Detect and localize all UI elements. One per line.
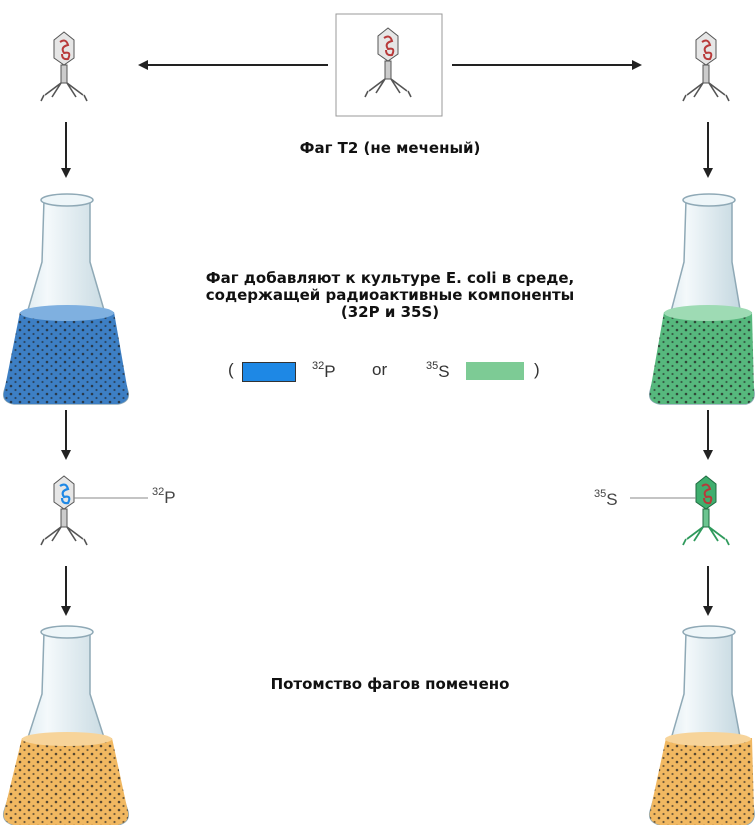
isotope-legend: ( 32P or 35S ) [228, 358, 548, 384]
flask-blue-medium-icon [4, 194, 129, 404]
p32-isotope-label: 32P [152, 486, 176, 508]
progeny-caption: Потомство фагов помечено [200, 676, 580, 693]
flask-green-medium-icon [650, 194, 754, 404]
phage-s35-labeled-icon [683, 476, 729, 545]
legend-p32-label: 32P [312, 360, 336, 382]
flask-orange-left-icon [4, 626, 129, 825]
legend-close-paren: ) [534, 360, 540, 380]
legend-s35-label: 35S [426, 360, 450, 382]
legend-s35-swatch [466, 362, 524, 380]
added-line-1: Фаг добавляют к культуре E. coli в среде… [170, 270, 610, 287]
phage-p32-labeled-icon [41, 476, 87, 545]
added-line-3: (32P и 35S) [170, 304, 610, 321]
unlabeled-phage-caption: Фаг T2 (не меченый) [250, 140, 530, 157]
flask-orange-right-icon [650, 626, 754, 825]
left-phage-top-icon [41, 32, 87, 101]
right-phage-top-icon [683, 32, 729, 101]
legend-open-paren: ( [228, 360, 234, 380]
s35-isotope-label: 35S [594, 488, 618, 510]
added-line-2: содержащей радиоактивные компоненты [170, 287, 610, 304]
legend-p32-swatch [242, 362, 296, 382]
legend-or: or [372, 360, 387, 380]
